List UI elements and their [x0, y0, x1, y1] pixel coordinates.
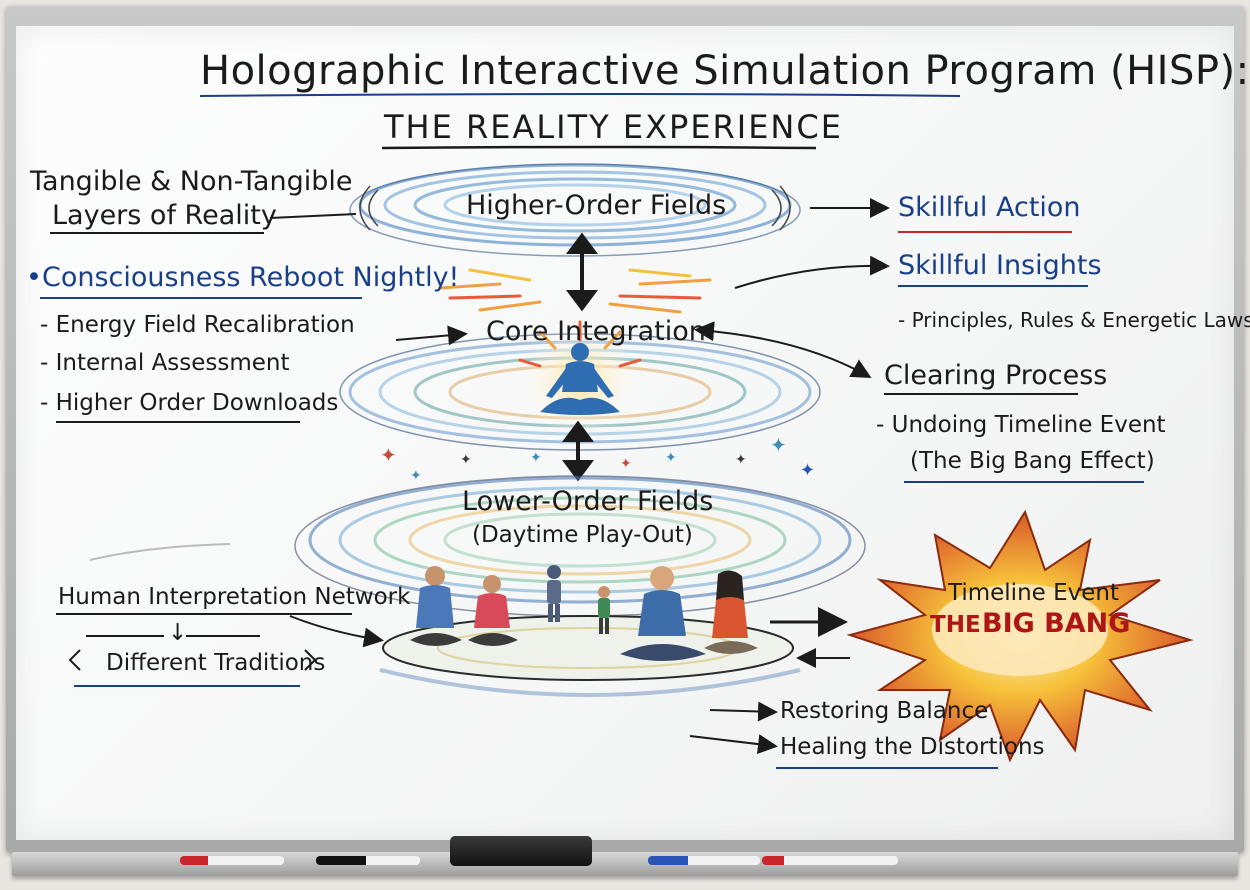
vertical-double-arrow-icon: [566, 232, 598, 312]
diagram-arrows: [56, 198, 890, 755]
layers-label-line1: Tangible & Non-Tangible: [30, 166, 353, 197]
reboot-bullet: •: [26, 262, 42, 293]
red-black-marker[interactable]: [762, 856, 898, 865]
timeline-event-label: Timeline Event: [948, 580, 1119, 606]
layers-connector: [269, 213, 357, 219]
arrow-core-clearing: [694, 321, 872, 378]
black-marker[interactable]: [316, 856, 420, 865]
sparkle-stars: ✦ ✦ ✦ ✦ ✦ ✦ ✦ ✦ ✦: [380, 433, 815, 484]
svg-text:✦: ✦: [460, 452, 472, 468]
network-label: Human Interpretation Network: [58, 584, 411, 610]
svg-text:✦: ✦: [410, 468, 422, 484]
principles-label: - Principles, Rules & Energetic Laws: [898, 308, 1250, 332]
meditating-figure-icon: [540, 343, 620, 415]
network-down-arrow: ↓: [168, 620, 188, 646]
page-subtitle: THE REALITY EXPERIENCE: [384, 108, 843, 146]
core-integration-label: Core Integration: [486, 316, 706, 347]
lower-order-fields-label: Lower-Order Fields: [462, 486, 714, 517]
undoing-label: - Undoing Timeline Event: [876, 412, 1166, 438]
red-marker[interactable]: [180, 856, 284, 865]
layers-label-line2: Layers of Reality: [52, 200, 277, 231]
title-underline: [199, 93, 961, 97]
higher-field-side-brackets: [359, 185, 791, 231]
svg-text:✦: ✦: [800, 460, 815, 481]
svg-text:✦: ✦: [530, 450, 542, 466]
clearing-process-label: Clearing Process: [884, 360, 1108, 391]
arrow-healing: [689, 734, 778, 755]
traditions-label: Different Traditions: [106, 650, 326, 676]
ground-disc: [382, 615, 794, 681]
big-bang-prefix: THE: [930, 612, 981, 638]
higher-order-field-rings: [349, 163, 801, 257]
arrow-restoring: [709, 701, 778, 722]
skillful-action-label: Skillful Action: [898, 192, 1081, 223]
lower-order-field-rings: [294, 475, 866, 617]
energy-sparks-upper: [438, 268, 712, 314]
svg-text:✦: ✦: [665, 450, 677, 466]
svg-text:✦: ✦: [770, 433, 787, 457]
explosion-burst-icon: [846, 509, 1194, 763]
reboot-label: Consciousness Reboot Nightly!: [42, 262, 460, 293]
skillful-insights-label: Skillful Insights: [898, 250, 1102, 281]
higher-order-fields-label: Higher-Order Fields: [466, 190, 727, 221]
big-bang-effect-label: (The Big Bang Effect): [910, 448, 1155, 474]
daytime-playout-label: (Daytime Play-Out): [472, 522, 693, 548]
svg-text:✦: ✦: [620, 456, 632, 472]
arrow-to-skillful-insights: [734, 255, 890, 289]
arrow-into-core: [395, 325, 468, 346]
healing-distortions-label: Healing the Distortions: [780, 734, 1045, 760]
big-bang-label: BIG BANG: [982, 608, 1131, 639]
people-group-icon: [410, 565, 758, 661]
left-item-2: - Internal Assessment: [40, 350, 290, 376]
blue-marker[interactable]: [648, 856, 760, 865]
subtitle-underline: [381, 145, 817, 150]
svg-text:✦: ✦: [735, 452, 747, 468]
core-rays: [518, 320, 642, 368]
page-title: Holographic Interactive Simulation Progr…: [200, 48, 1250, 94]
label-underlines: [40, 231, 1144, 769]
left-item-1: - Energy Field Recalibration: [40, 312, 355, 338]
restoring-balance-label: Restoring Balance: [780, 698, 989, 724]
left-item-3: - Higher Order Downloads: [40, 390, 339, 416]
eraser[interactable]: [450, 836, 592, 866]
arrow-network-to-people: [289, 615, 384, 648]
vertical-double-arrow-lower-icon: [562, 420, 594, 482]
svg-text:✦: ✦: [380, 443, 397, 467]
